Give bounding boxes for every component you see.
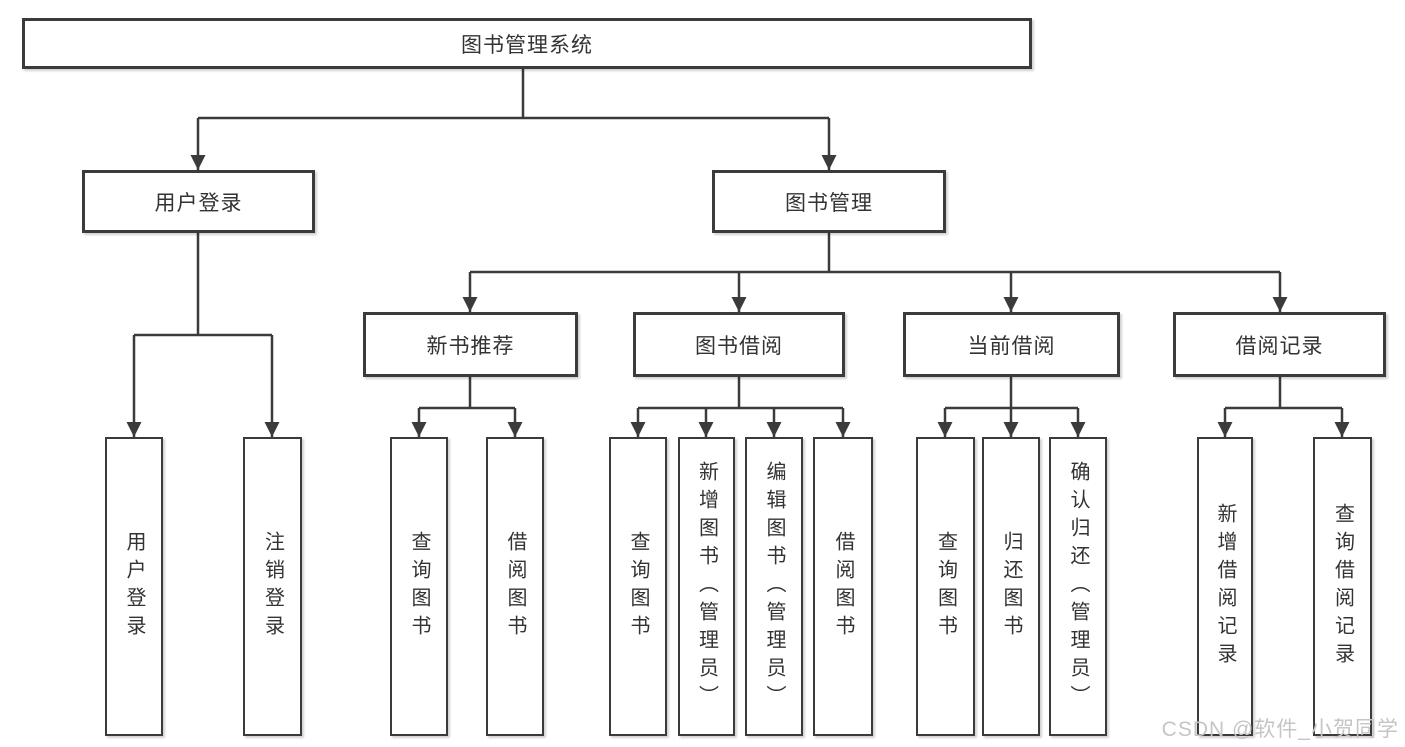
node-book-borrow: 图书借阅 [633,312,845,377]
leaf-user-login: 用户登录 [105,437,163,736]
leaf-confirm-return-admin-label: 确认归还（管理员） [1067,460,1089,713]
leaf-query-book-borrow: 查询图书 [609,437,667,736]
leaf-add-borrow-record-label: 新增借阅记录 [1214,502,1236,671]
leaf-query-borrow-record: 查询借阅记录 [1313,437,1372,736]
leaf-query-book-recommend-label: 查询图书 [408,530,430,643]
leaf-return-book-label: 归还图书 [1000,530,1022,643]
node-root-system: 图书管理系统 [22,18,1032,69]
leaf-borrow-book-recommend-label: 借阅图书 [504,530,526,643]
leaf-add-borrow-record: 新增借阅记录 [1197,437,1253,736]
leaf-edit-book-admin-label: 编辑图书（管理员） [763,460,785,713]
leaf-query-book-current-label: 查询图书 [934,530,957,643]
leaf-borrow-book: 借阅图书 [813,437,873,736]
leaf-add-book-admin: 新增图书（管理员） [678,437,735,736]
leaf-logout-login-label: 注销登录 [261,530,284,643]
leaf-query-borrow-record-label: 查询借阅记录 [1331,502,1354,671]
leaf-borrow-book-label: 借阅图书 [832,530,854,643]
leaf-logout-login: 注销登录 [243,437,302,736]
node-current-borrow: 当前借阅 [903,312,1120,377]
leaf-user-login-label: 用户登录 [123,530,145,643]
leaf-query-book-current: 查询图书 [916,437,975,736]
csdn-watermark: CSDN @软件_小贺同学 [1161,718,1399,741]
leaf-add-book-admin-label: 新增图书（管理员） [695,460,718,713]
leaf-query-book-borrow-label: 查询图书 [627,530,649,643]
node-user-login: 用户登录 [82,170,315,233]
leaf-confirm-return-admin: 确认归还（管理员） [1049,437,1107,736]
leaf-query-book-recommend: 查询图书 [390,437,448,736]
node-borrow-record: 借阅记录 [1173,312,1386,377]
leaf-return-book: 归还图书 [982,437,1040,736]
leaf-borrow-book-recommend: 借阅图书 [486,437,544,736]
node-book-management: 图书管理 [712,170,946,233]
node-new-book-recommend: 新书推荐 [363,312,578,377]
leaf-edit-book-admin: 编辑图书（管理员） [745,437,803,736]
